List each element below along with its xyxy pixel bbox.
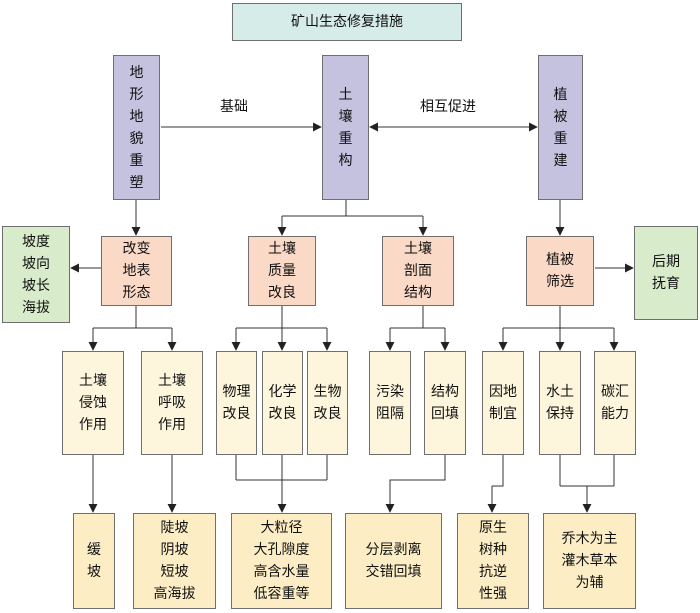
node-biological-improvement: 生物 改良 [307, 351, 348, 455]
edge-label-basis: 基础 [220, 99, 248, 115]
node-vegetation-reconstruction: 植被重建 [538, 55, 583, 200]
node-aftercare: 后期 抚育 [634, 226, 698, 320]
node-soil-erosion-text: 土壤 侵蚀 作用 [79, 373, 107, 433]
node-layered-stripping-text: 分层剥离 交错回填 [365, 542, 422, 580]
node-local-conditions: 因地 制宜 [482, 351, 524, 455]
node-terrain-reshaping-text: 地形地貌重塑 [129, 64, 144, 191]
node-steep-shady-slope: 陡坡 阴坡 短坡 高海拔 [133, 513, 216, 609]
node-biological-improvement-text: 生物 改良 [313, 384, 342, 422]
node-vegetation-reconstruction-text: 植被重建 [553, 86, 568, 169]
profile-branch [390, 306, 445, 329]
node-soil-quality: 土壤 质量 改良 [248, 236, 316, 306]
node-soil-reconstruction-text: 土壤重构 [338, 86, 353, 169]
quality-merge [235, 455, 328, 481]
local-merge [492, 455, 504, 487]
node-chemical-improvement-text: 化学 改良 [268, 384, 297, 422]
node-carbon-sink: 碳汇 能力 [594, 351, 636, 455]
select-branch [503, 306, 614, 329]
node-slope-factors-text: 坡度 坡向 坡长 海拔 [22, 233, 50, 316]
node-layered-stripping: 分层剥离 交错回填 [345, 513, 442, 609]
node-slope-factors: 坡度 坡向 坡长 海拔 [2, 226, 70, 323]
node-tree-dominant-text: 乔木为主 灌木草本 为辅 [561, 531, 618, 591]
node-change-surface: 改变 地表 形态 [101, 236, 172, 306]
node-water-soil-conservation-text: 水土 保持 [546, 384, 574, 422]
node-change-surface-text: 改变 地表 形态 [122, 241, 151, 301]
node-physical-improvement-text: 物理 改良 [222, 384, 251, 422]
node-native-species: 原生 树种 抗逆 性强 [457, 513, 529, 609]
node-native-species-text: 原生 树种 抗逆 性强 [479, 520, 507, 602]
node-structure-backfill-text: 结构 回填 [431, 384, 459, 422]
soil-branch [282, 200, 423, 217]
node-soil-profile: 土壤 剖面 结构 [382, 236, 454, 306]
node-structure-backfill: 结构 回填 [424, 351, 466, 455]
node-carbon-sink-text: 碳汇 能力 [601, 384, 629, 422]
node-tree-dominant: 乔木为主 灌木草本 为辅 [543, 513, 636, 609]
tree-merge [559, 455, 615, 487]
node-steep-shady-slope-text: 陡坡 阴坡 短坡 高海拔 [153, 520, 196, 602]
node-physical-improvement: 物理 改良 [216, 351, 257, 455]
change-branch [93, 306, 172, 329]
node-soil-erosion: 土壤 侵蚀 作用 [62, 351, 124, 455]
node-gentle-slope: 缓坡 [73, 513, 115, 609]
profile-merge [389, 455, 446, 486]
quality-branch [236, 306, 327, 329]
node-soil-profile-text: 土壤 剖面 结构 [404, 241, 432, 301]
node-chemical-improvement: 化学 改良 [262, 351, 303, 455]
node-soil-reconstruction: 土壤重构 [322, 55, 369, 200]
node-vegetation-selection: 植被 筛选 [526, 236, 594, 306]
node-large-particle-text: 大粒径 大孔隙度 高含水量 低容重等 [253, 520, 310, 602]
node-soil-respiration-text: 土壤 呼吸 作用 [158, 373, 186, 433]
node-water-soil-conservation: 水土 保持 [539, 351, 581, 455]
node-pollution-isolation-text: 污染 阻隔 [376, 384, 404, 422]
edge-label-mutual: 相互促进 [420, 99, 476, 115]
node-large-particle: 大粒径 大孔隙度 高含水量 低容重等 [231, 513, 332, 609]
node-local-conditions-text: 因地 制宜 [489, 384, 517, 422]
diagram-title: 矿山生态修复措施 [232, 3, 462, 41]
node-terrain-reshaping: 地形地貌重塑 [113, 55, 160, 200]
diagram-title-text: 矿山生态修复措施 [291, 14, 403, 30]
node-soil-quality-text: 土壤 质量 改良 [268, 241, 296, 301]
node-aftercare-text: 后期 抚育 [652, 254, 680, 292]
node-pollution-isolation: 污染 阻隔 [369, 351, 411, 455]
node-vegetation-selection-text: 植被 筛选 [546, 252, 574, 290]
node-gentle-slope-text: 缓坡 [86, 542, 101, 580]
node-soil-respiration: 土壤 呼吸 作用 [141, 351, 203, 455]
